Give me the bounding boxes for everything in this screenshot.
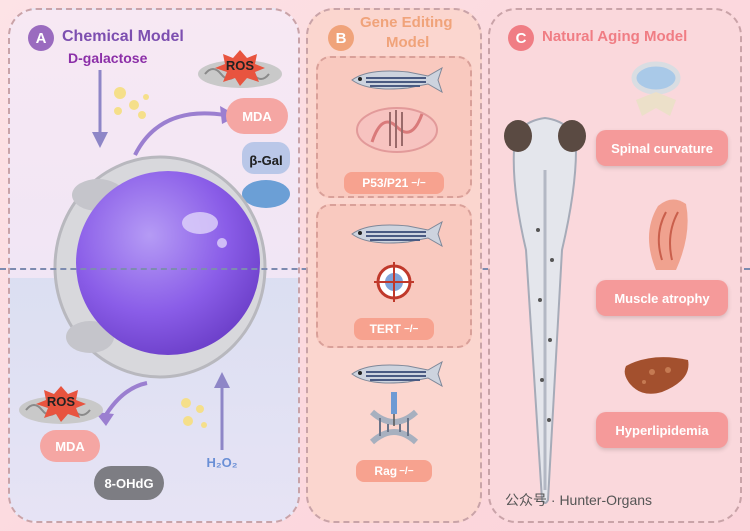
dna-plasmid-icon [356,107,438,153]
rag-tag: Rag −/− [356,460,432,482]
muscle-icon [648,199,688,270]
panel-a-subtitle: D-galactose [68,50,148,66]
item-spinal-curvature: Spinal curvature [596,130,728,166]
mda-top-blob: MDA [226,98,288,134]
arrow-up-icon [214,372,230,450]
item-muscle-atrophy: Muscle atrophy [596,280,728,316]
tert-label: TERT [369,322,401,336]
spine-icon [631,61,681,116]
cell-illustration [53,155,267,379]
panel-a-title: Chemical Model [62,28,184,45]
panel-a-letter: A [28,25,54,51]
bgal-text: β-Gal [249,152,283,168]
bgal-blob-icon [242,142,290,208]
tert-tag: TERT −/− [354,318,434,340]
ohdg-blob: 8-OHdG [94,466,164,500]
item-hyperlipidemia: Hyperlipidemia [596,412,728,448]
ros-bottom-label: ROS [46,393,76,409]
arrow-down-icon [92,70,108,148]
panel-c-title: Natural Aging Model [542,28,688,45]
watermark: 公众号 · Hunter-Organs [505,492,653,508]
particles-icon [114,87,149,119]
rag-superscript: −/− [399,465,414,477]
mitochondria-icon [198,50,282,88]
tert-superscript: −/− [403,323,419,335]
particles-bottom-icon [181,398,207,428]
h2o2-label: H₂O₂ [206,454,238,470]
zebrafish-icon [351,66,443,94]
panel-b-title-2: Model [386,34,430,51]
mitochondria-bottom-icon [19,386,103,424]
curved-arrow-icon [133,106,238,156]
panel-b-letter: B [328,25,354,51]
liver-icon [624,357,689,394]
panel-c-letter: C [508,25,534,51]
target-icon [374,262,414,302]
panel-b-title-1: Gene Editing [360,14,453,31]
dna-syringe-icon [369,392,419,445]
zebrafish-larva-icon [504,116,586,504]
mda-bottom-blob: MDA [40,430,100,462]
p53-superscript: −/− [411,177,426,189]
zebrafish-icon-3 [351,360,443,388]
arrow-out-icon [95,381,148,426]
rag-label: Rag [374,464,398,478]
ros-top-label: ROS [225,57,255,73]
p53-label: P53/P21 [362,176,409,190]
p53-tag: P53/P21 −/− [344,172,444,194]
zebrafish-icon-2 [351,220,443,248]
